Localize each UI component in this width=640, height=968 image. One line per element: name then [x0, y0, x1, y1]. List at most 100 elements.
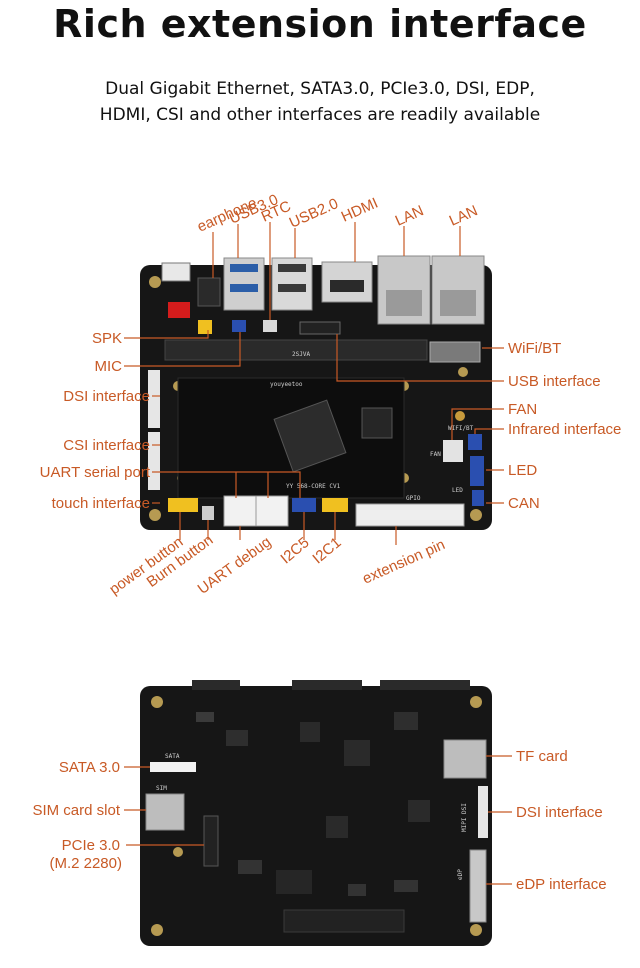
smd-part [394, 712, 418, 730]
brand-silk: youyeetoo [270, 381, 303, 388]
hdmi-port-inner [330, 280, 364, 292]
label-extension-pin: extension pin [360, 536, 448, 587]
back-dsi-connector [478, 786, 488, 838]
label-spk: SPK [92, 330, 122, 347]
m2-connector [203, 815, 219, 867]
m2-slot [164, 339, 428, 361]
burn-button [202, 506, 214, 520]
leader-mic [124, 332, 241, 367]
smd-part [408, 800, 430, 822]
label-led: LED [508, 462, 537, 479]
page-subtitle: Dual Gigabit Ethernet, SATA3.0, PCIe3.0,… [0, 76, 640, 128]
top-board: 2SJVA youyeetoo YY 568-CORE CV1 WIFI/BT … [140, 255, 492, 530]
tf-card-slot [443, 739, 487, 779]
back-connector [292, 680, 362, 690]
mount-hole [151, 696, 163, 708]
label-can: CAN [508, 495, 540, 512]
usb-header [299, 321, 341, 335]
smd-part [300, 722, 320, 742]
mount-hole [149, 276, 161, 288]
wifi-bt-module [429, 341, 481, 363]
label-csi-interface: CSI interface [63, 437, 150, 454]
edp-connector [469, 849, 487, 923]
back-connector [192, 680, 240, 690]
label-edp-interface: eDP interface [516, 876, 607, 893]
label-uart-serial-port: UART serial port [40, 464, 151, 481]
i2c5-header [292, 498, 316, 512]
label-usb20: USB2.0 [287, 195, 341, 232]
label-i2c5: I2C5 [277, 534, 312, 567]
core-silk: YY 568-CORE CV1 [286, 483, 341, 490]
gpio-header [355, 503, 465, 527]
sim-slot [145, 793, 185, 831]
mount-hole [173, 847, 183, 857]
smd-part [238, 860, 262, 874]
memory-chip [361, 407, 393, 439]
can-header [472, 490, 484, 506]
spk-header [168, 302, 190, 318]
lan-port-1-inner [386, 290, 422, 316]
bottom-board-labels: SATA 3.0 SIM card slot PCIe 3.0 (M.2 228… [32, 748, 606, 893]
mount-hole [151, 924, 163, 936]
bottom-board: SATA SIM MIPI DSI eDP [140, 680, 492, 946]
led-silk: LED [452, 487, 463, 494]
soc-chip [273, 399, 347, 473]
label-pcie-form-factor: (M.2 2280) [49, 855, 122, 872]
csi-connector [148, 432, 160, 490]
wifibt-silk: WIFI/BT [448, 425, 474, 432]
antenna-connector [455, 411, 465, 421]
back-connector [380, 680, 470, 690]
uart-header-1 [223, 495, 259, 527]
label-mic: MIC [95, 358, 123, 375]
ir-header [468, 434, 482, 450]
smd-part [283, 909, 405, 933]
mount-hole [470, 696, 482, 708]
mount-hole [149, 509, 161, 521]
led-header [470, 456, 484, 486]
sata-silk: SATA [165, 753, 180, 760]
label-sata-3: SATA 3.0 [59, 759, 120, 776]
smd-part [276, 870, 312, 894]
label-back-dsi-interface: DSI interface [516, 804, 603, 821]
leader-ir [474, 428, 504, 434]
gpio-silk: GPIO [406, 495, 421, 502]
ddr-silk: 2SJVA [292, 351, 310, 358]
leader-usb [336, 334, 504, 382]
lan-port-2-inner [440, 290, 476, 316]
label-infrared-interface: Infrared interface [508, 421, 621, 438]
dsi-connector [148, 370, 160, 428]
blue-header [232, 320, 246, 332]
sim-silk: SIM [156, 785, 167, 792]
label-lan-1: LAN [393, 202, 427, 229]
top-leader-lines [124, 222, 504, 545]
label-hdmi: HDMI [339, 195, 381, 226]
subtitle-line-2: HDMI, CSI and other interfaces are readi… [99, 105, 541, 125]
earphone-jack [161, 262, 191, 282]
edp-silk: eDP [457, 869, 464, 880]
label-sim-card-slot: SIM card slot [32, 802, 120, 819]
fan-header [443, 440, 463, 462]
i2c1-header [322, 498, 348, 512]
label-wifi-bt: WiFi/BT [508, 340, 561, 357]
earphone-jack-body [197, 277, 221, 307]
smd-part [344, 740, 370, 766]
smd-part [226, 730, 248, 746]
label-i2c1: I2C1 [309, 534, 344, 567]
usb20-port-inner [278, 284, 306, 292]
smd-part [196, 712, 214, 722]
subtitle-line-1: Dual Gigabit Ethernet, SATA3.0, PCIe3.0,… [105, 79, 535, 99]
mipi-silk: MIPI DSI [461, 803, 468, 832]
smd-part [348, 884, 366, 896]
bottom-leader-lines [124, 755, 512, 885]
label-usb-interface: USB interface [508, 373, 601, 390]
mount-hole [470, 924, 482, 936]
label-lan-2: LAN [447, 202, 481, 229]
label-dsi-interface: DSI interface [63, 388, 150, 405]
leader-fan [451, 408, 504, 440]
mount-hole [470, 509, 482, 521]
label-tf-card: TF card [516, 748, 568, 765]
usb30-port-inner [230, 284, 258, 292]
page-title: Rich extension interface [53, 2, 587, 46]
rtc-header [263, 320, 277, 332]
